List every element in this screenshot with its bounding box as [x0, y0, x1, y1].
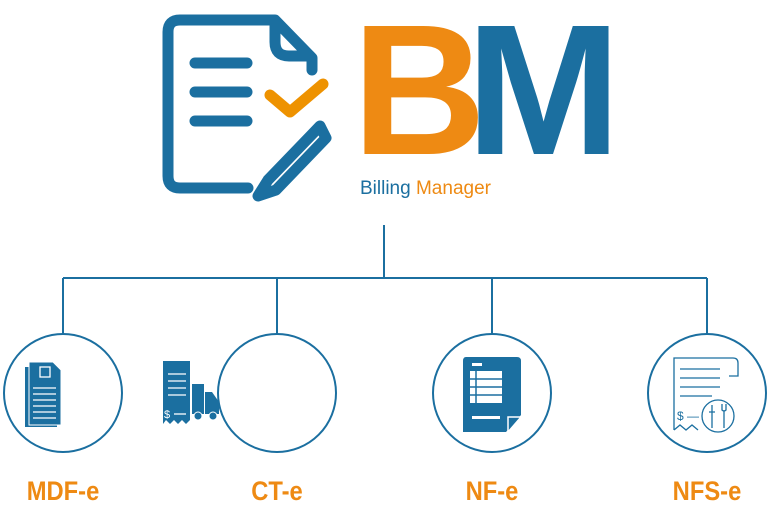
- invoice-form-icon: [463, 357, 523, 435]
- node-label-mdfe: MDF-e: [26, 476, 100, 506]
- node-circle-cte: [217, 333, 337, 453]
- node-label-nfse: NFS-e: [672, 476, 742, 506]
- receipt-truck-icon: $: [163, 361, 219, 424]
- tagline-billing: Billing: [360, 178, 411, 199]
- tagline-manager: Manager: [415, 178, 491, 199]
- document-check-pen-icon: [162, 14, 332, 202]
- svg-text:$ —: $ —: [677, 409, 699, 423]
- service-receipt-tools-icon: $ —: [673, 357, 739, 433]
- node-label-nfe: NF-e: [465, 476, 519, 506]
- node-circle-mdfe: [3, 333, 123, 453]
- connector-lines: [62, 225, 708, 335]
- node-circle-nfse: [647, 333, 767, 453]
- manifest-document-icon: [25, 361, 62, 427]
- svg-text:$: $: [164, 409, 170, 421]
- logo-tagline: Billing Manager: [360, 178, 491, 200]
- logo-letter-m: M: [466, 0, 621, 194]
- node-label-cte: CT-e: [251, 476, 303, 506]
- logo-letter-b: B: [352, 0, 486, 194]
